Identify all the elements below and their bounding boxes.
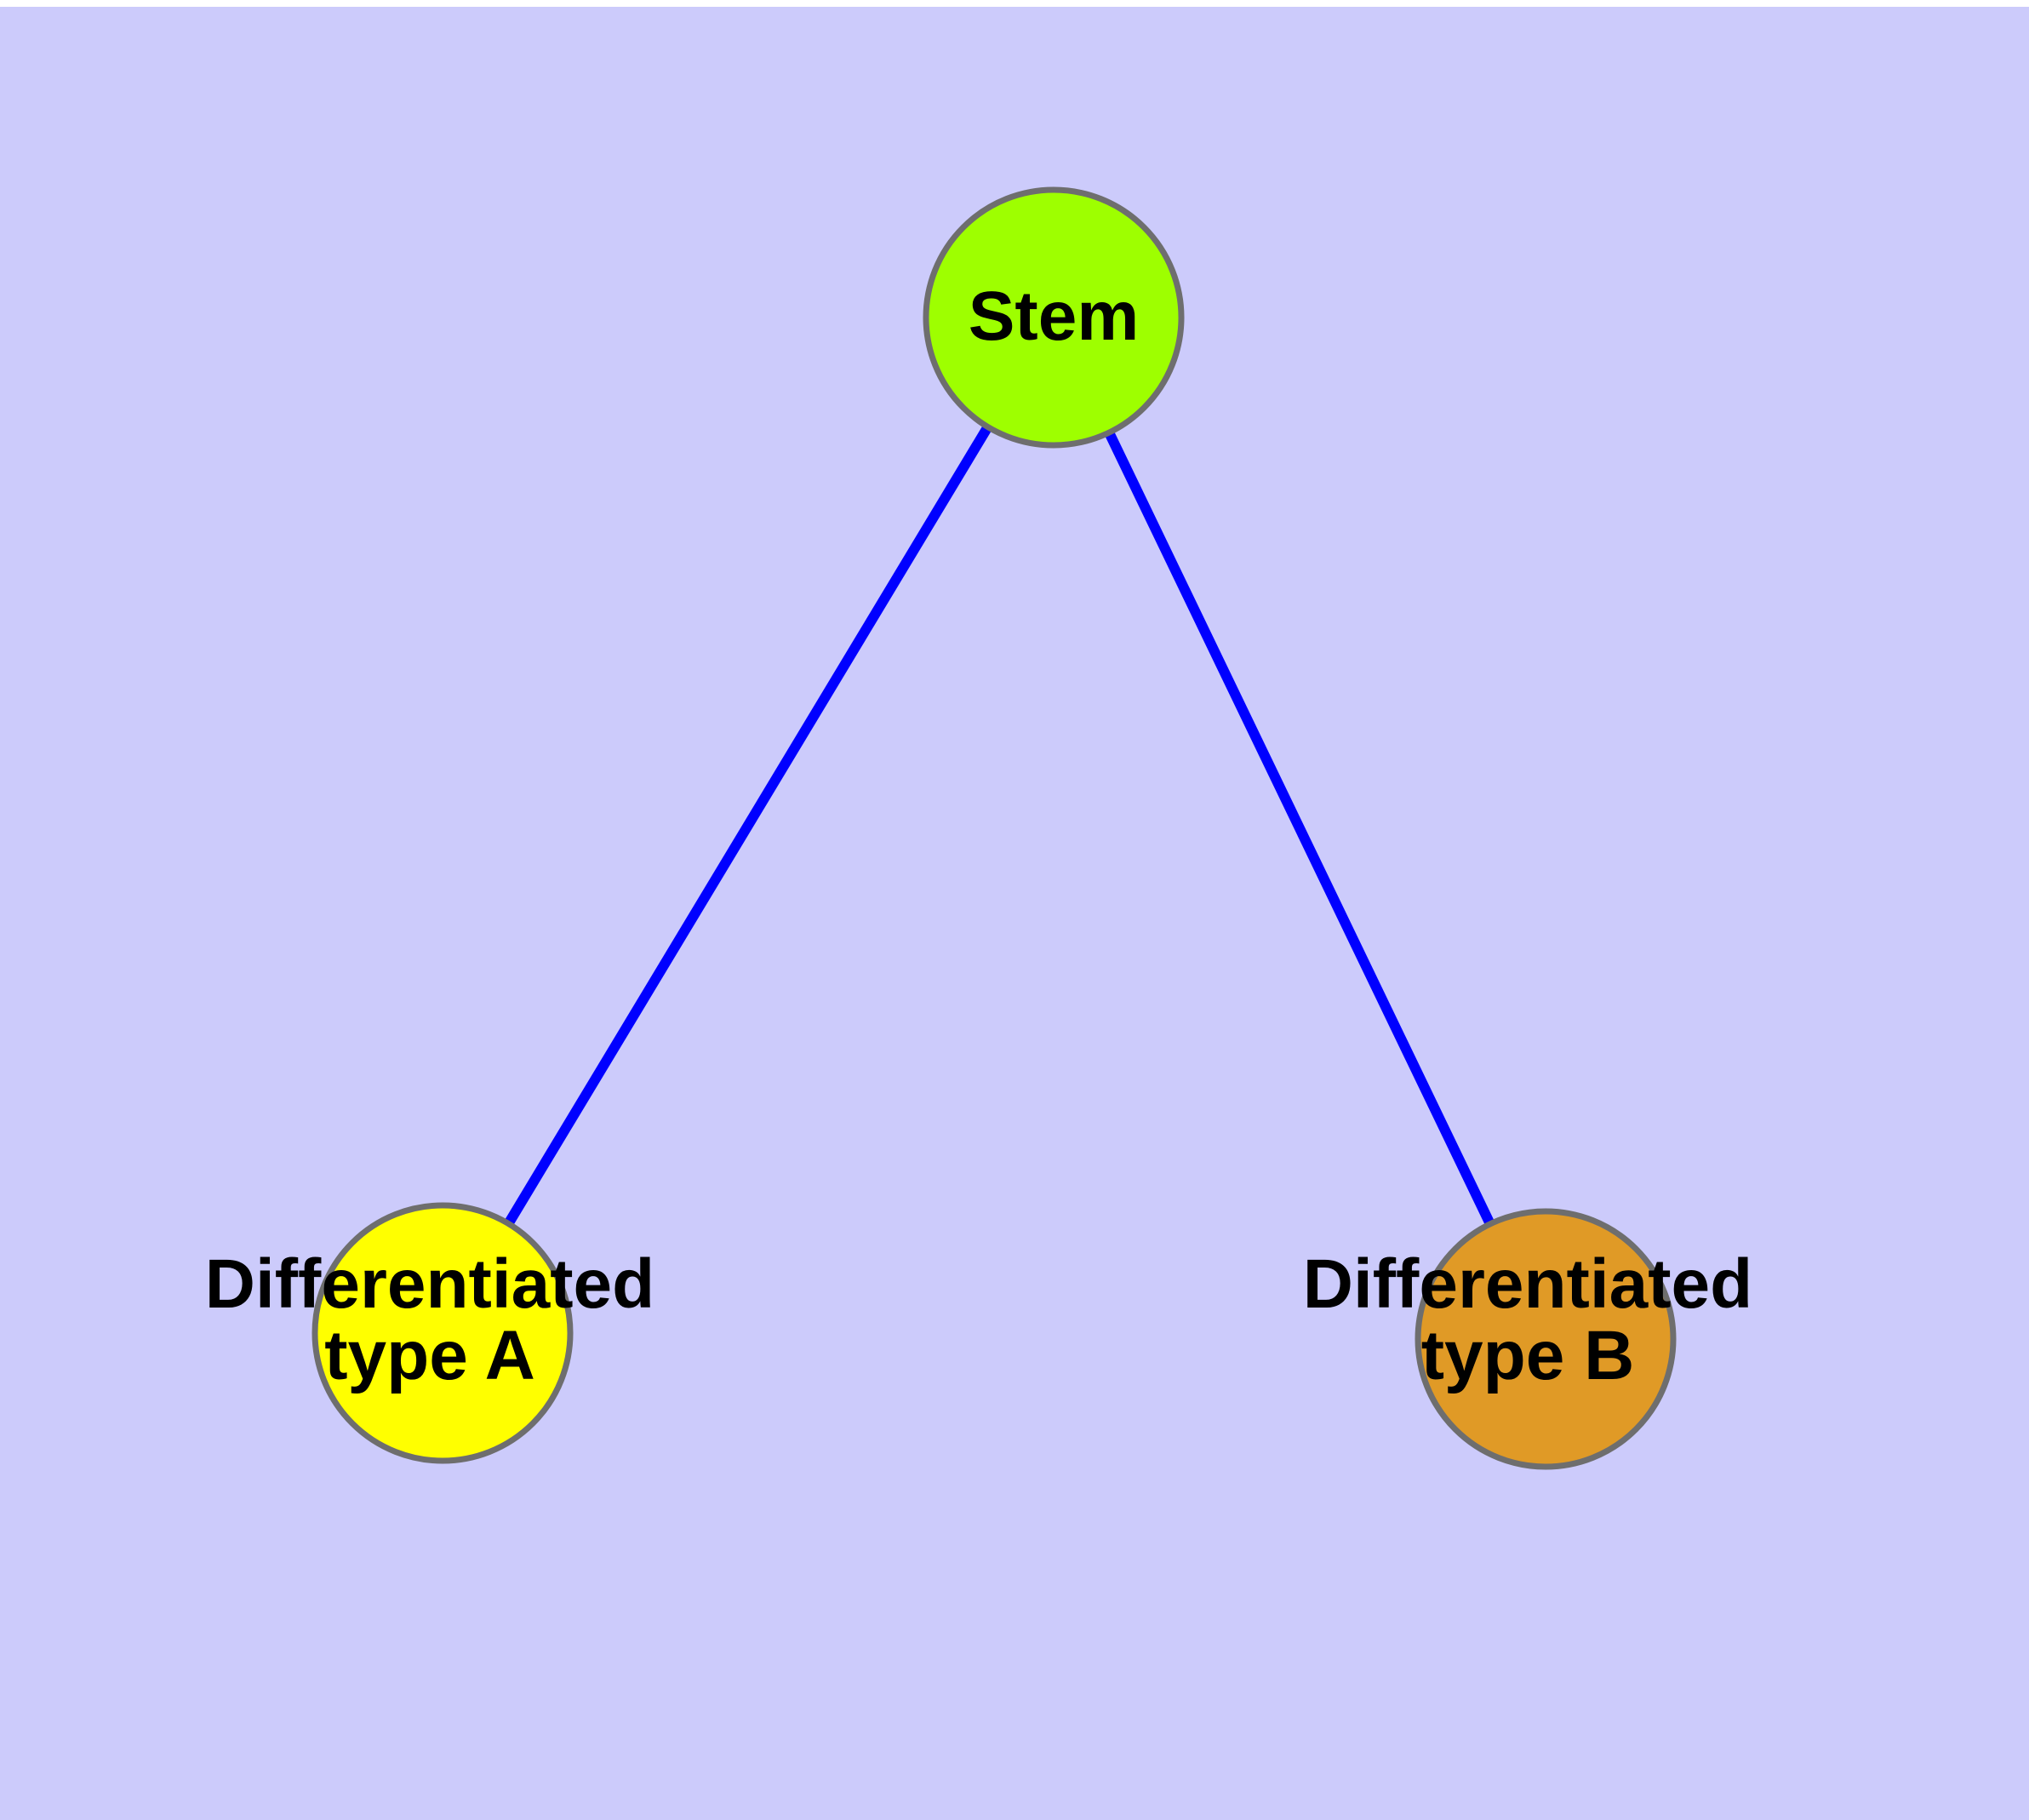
edge-stem-to-differentiated-type-a[interactable] [437,314,1059,1336]
edge-stem-to-differentiated-type-b[interactable] [1049,315,1551,1342]
node-differentiated-type-a[interactable] [311,1202,574,1464]
node-differentiated-type-b[interactable] [1415,1208,1677,1470]
node-stem[interactable] [923,186,1185,449]
